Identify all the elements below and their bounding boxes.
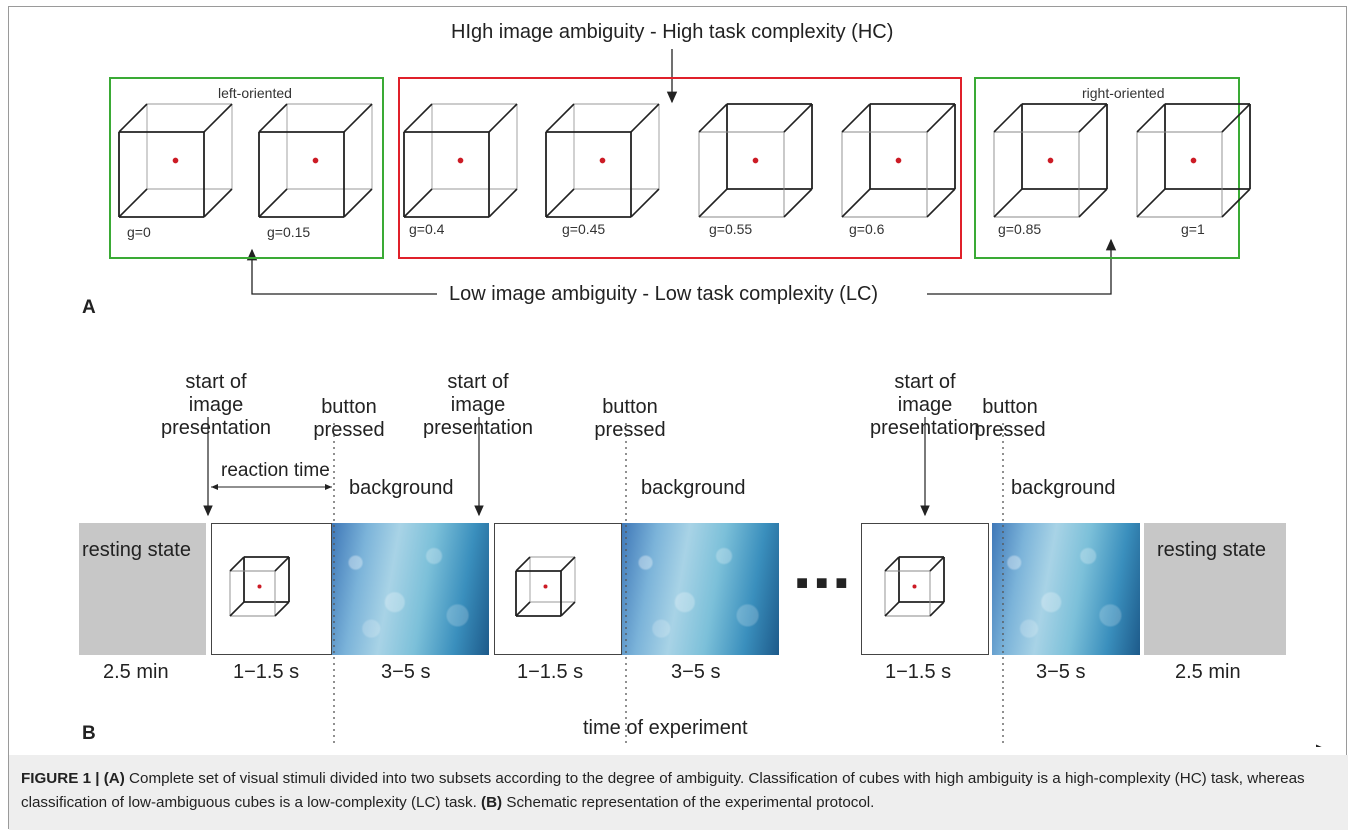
necker-cubes xyxy=(118,103,1251,218)
background-block-3 xyxy=(992,523,1140,655)
background-label: background xyxy=(1011,477,1116,499)
cube-label: g=0.85 xyxy=(998,221,1042,237)
cube-label: g=0.6 xyxy=(849,221,885,237)
time-axis-label: time of experiment xyxy=(583,717,748,739)
fixation-dot xyxy=(912,584,917,589)
cube-label: g=0.45 xyxy=(562,221,606,237)
panel-b-letter: B xyxy=(82,723,96,744)
resting-state-block-start xyxy=(79,523,206,655)
left-oriented-group xyxy=(109,77,384,259)
left-oriented-label: left-oriented xyxy=(218,85,292,101)
stimulus-cube xyxy=(884,556,945,617)
cube-label: g=0 xyxy=(127,224,151,240)
fixation-dot xyxy=(895,157,902,164)
figure-frame: HIgh image ambiguity - High task complex… xyxy=(8,6,1348,830)
resting-state-block-end xyxy=(1144,523,1286,655)
fixation-dot xyxy=(1190,157,1197,164)
necker-cube xyxy=(841,103,956,218)
necker-cube xyxy=(118,103,233,218)
panel-a-letter: A xyxy=(82,297,96,318)
caption-prefix: FIGURE 1 | xyxy=(21,770,104,787)
necker-cube xyxy=(403,103,518,218)
necker-cube xyxy=(698,103,813,218)
duration-label: 1−1.5 s xyxy=(517,661,584,683)
duration-label: 1−1.5 s xyxy=(885,661,952,683)
caption-a-text: Complete set of visual stimuli divided i… xyxy=(21,770,1305,811)
fixation-dot xyxy=(257,584,262,589)
ellipsis-marker: ■ ■ ■ xyxy=(796,572,849,594)
hc-title: HIgh image ambiguity - High task complex… xyxy=(451,21,894,43)
caption-b-text: Schematic representation of the experime… xyxy=(502,793,875,811)
fixation-dot xyxy=(312,157,319,164)
fixation-dot xyxy=(543,584,548,589)
fixation-dot xyxy=(599,157,606,164)
lc-title: Low image ambiguity - Low task complexit… xyxy=(449,283,879,305)
resting-state-label: resting state xyxy=(82,539,191,561)
duration-label: 3−5 s xyxy=(381,661,431,683)
fixation-dot xyxy=(172,157,179,164)
necker-cube xyxy=(258,103,373,218)
figure-caption: FIGURE 1 | (A) Complete set of visual st… xyxy=(9,755,1348,830)
right-oriented-group xyxy=(974,77,1240,259)
background-label: background xyxy=(641,477,746,499)
background-label: background xyxy=(349,477,454,499)
duration-label: 2.5 min xyxy=(1175,661,1241,683)
duration-label: 2.5 min xyxy=(103,661,169,683)
duration-label: 3−5 s xyxy=(1036,661,1086,683)
right-oriented-label: right-oriented xyxy=(1082,85,1165,101)
reaction-time-label: reaction time xyxy=(221,460,330,481)
cube-label: g=0.4 xyxy=(409,221,445,237)
resting-state-label: resting state xyxy=(1157,539,1266,561)
stimulus-cube xyxy=(229,556,290,617)
image-block-1 xyxy=(211,523,332,655)
fixation-dot xyxy=(752,157,759,164)
cube-label: g=0.15 xyxy=(267,224,311,240)
cube-label: g=1 xyxy=(1181,221,1205,237)
background-block-2 xyxy=(622,523,779,655)
necker-cube xyxy=(1136,103,1251,218)
high-ambiguity-group xyxy=(398,77,962,259)
cube-label: g=0.55 xyxy=(709,221,753,237)
caption-b-tag: (B) xyxy=(481,793,503,811)
background-block-1 xyxy=(332,523,489,655)
image-block-3 xyxy=(861,523,989,655)
necker-cube xyxy=(993,103,1108,218)
fixation-dot xyxy=(457,157,464,164)
duration-label: 3−5 s xyxy=(671,661,721,683)
stimulus-cube xyxy=(515,556,576,617)
caption-a-tag: (A) xyxy=(103,770,125,787)
panel-b-graphics xyxy=(203,417,1329,747)
necker-cube xyxy=(545,103,660,218)
fixation-dot xyxy=(1047,157,1054,164)
duration-label: 1−1.5 s xyxy=(233,661,300,683)
